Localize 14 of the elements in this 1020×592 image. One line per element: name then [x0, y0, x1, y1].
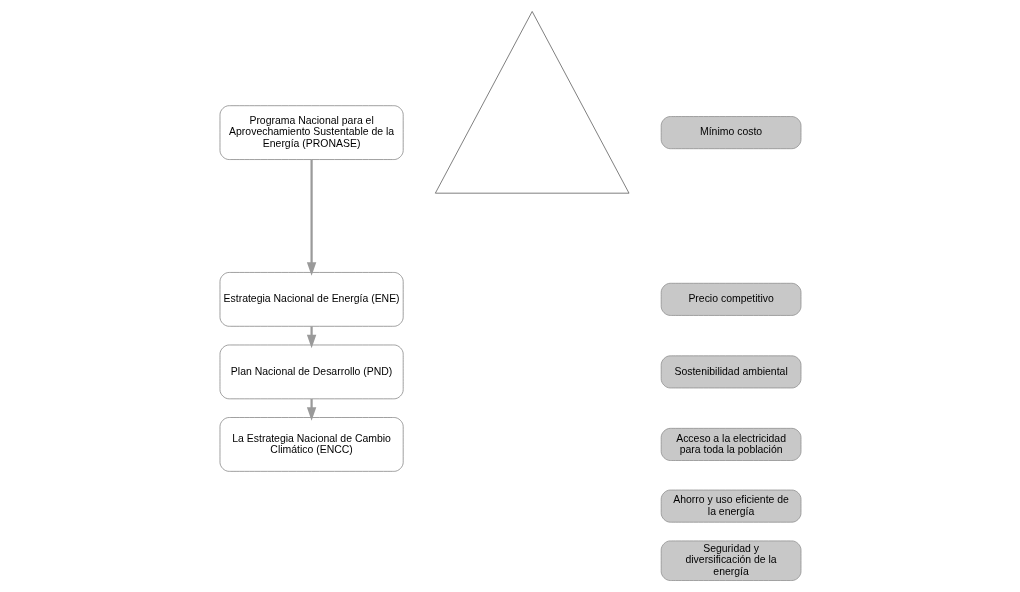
- node-box: Estrategia Nacional de Energía (ENE): [219, 272, 404, 327]
- arrow: [306, 159, 316, 276]
- node-box: Ahorro y uso eficiente de la energía: [660, 489, 801, 523]
- node-triangle: [434, 11, 629, 194]
- node-box: Sostenibilidad ambiental: [660, 355, 801, 389]
- node-box: Programa Nacional para el Aprovechamiento Sustentable de la Energía (PRONASE): [219, 105, 404, 160]
- node-box: Precio competitivo: [660, 282, 801, 316]
- node-box: Acceso a la electricidad para toda la población: [660, 428, 801, 461]
- node-box: Plan Nacional de Desarrollo (PND): [219, 344, 404, 400]
- node-box: La Estrategia Nacional de Cambio Climático (ENCC): [219, 417, 404, 472]
- node-box: Mínimo costo: [660, 116, 801, 150]
- node-box: Seguridad y diversificación de la energía: [660, 540, 801, 581]
- arrow: [306, 326, 316, 349]
- arrow: [306, 398, 316, 421]
